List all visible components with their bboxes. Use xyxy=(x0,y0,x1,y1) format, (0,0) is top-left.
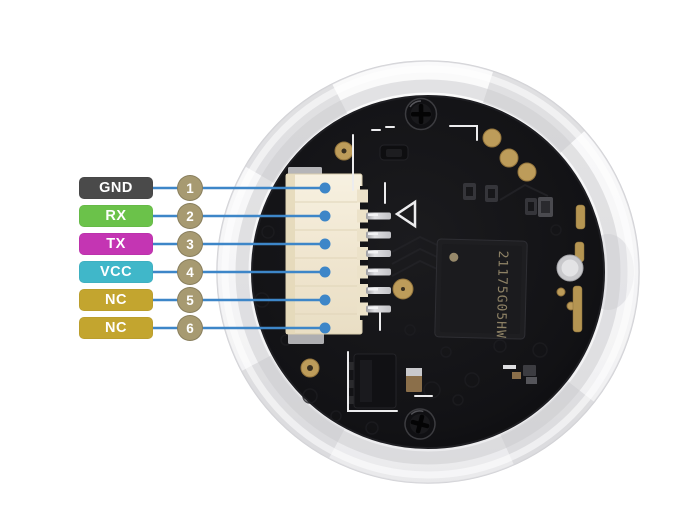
gold-pad-vias xyxy=(307,148,405,371)
screw-bottom xyxy=(404,408,436,440)
pin-label-vcc: VCC xyxy=(79,261,153,283)
chip: 21175G05HW xyxy=(434,238,528,340)
pin-number-1: 1 xyxy=(177,175,203,201)
chip-pin1-dot xyxy=(449,252,459,262)
pin-number-5: 5 xyxy=(177,287,203,313)
silkscreen-triangle xyxy=(394,199,417,229)
connector-slots xyxy=(357,189,368,316)
pin-number-6: 6 xyxy=(177,315,203,341)
pin-label-nc5: NC xyxy=(79,289,153,311)
pin-label-nc6: NC xyxy=(79,317,153,339)
connector-pins xyxy=(366,212,391,313)
screw-top xyxy=(404,97,438,131)
pcb-texture xyxy=(254,224,562,435)
housing-tab-bottom-right xyxy=(500,381,595,465)
pin-number-2: 2 xyxy=(177,203,203,229)
smd-components xyxy=(379,144,553,384)
leader-dots xyxy=(319,182,331,334)
pin-label-tx: TX xyxy=(79,233,153,255)
chip-marking: 21175G05HW xyxy=(493,250,510,339)
silkscreen xyxy=(347,125,478,412)
connector-tab-bottom xyxy=(288,333,324,344)
pin-number-3: 3 xyxy=(177,231,203,257)
transistor xyxy=(348,353,422,409)
mounting-hole xyxy=(556,254,584,282)
pin-number-4: 4 xyxy=(177,259,203,285)
pin-label-rx: RX xyxy=(79,205,153,227)
pin-label-gnd: GND xyxy=(79,177,153,199)
connector xyxy=(285,167,391,344)
